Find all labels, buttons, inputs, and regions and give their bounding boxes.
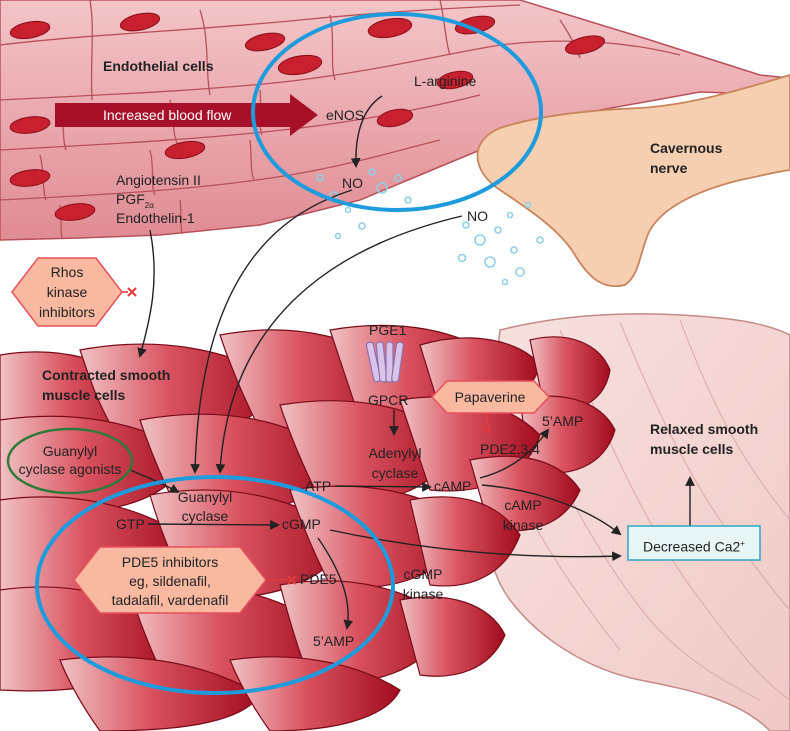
cavernous-nerve-label-2: nerve [650, 160, 688, 176]
angiotensin-label: Angiotensin II [116, 172, 201, 188]
rhos-label-3: inhibitors [38, 304, 96, 320]
pde5-highlight-ring [35, 475, 395, 695]
camp-kinase-label-1: cAMP [504, 497, 542, 513]
pgf-subscript: 2α [144, 200, 154, 210]
pde5-label: PDE5 [300, 571, 337, 587]
pde5-inhibitors-label-3: tadalafil, vardenafil [111, 592, 229, 608]
gtp-label: GTP [116, 516, 145, 532]
papaverine-hexagon [430, 380, 551, 414]
adenylyl-label-2: cyclase [371, 465, 419, 481]
cgmp-kinase-label-1: cGMP [403, 566, 443, 582]
gpcr-receptor-icon [365, 341, 404, 383]
no-bubbles [316, 168, 544, 286]
relaxed-label-2: muscle cells [650, 441, 734, 457]
cgmp-label: cGMP [282, 516, 321, 532]
pgf-label: PGF2α [116, 191, 154, 214]
no-label-right: NO [467, 208, 488, 224]
guanylyl-cyclase-label-1: Guanylyl [177, 489, 233, 505]
blood-flow-label: Increased blood flow [103, 107, 232, 123]
pde234-label: PDE2,3,4 [480, 441, 540, 457]
enos-highlight-ring [251, 12, 543, 212]
gc-agonists-label-1: Guanylyl [42, 443, 98, 459]
cavernous-nerve [476, 74, 790, 288]
endothelin-label: Endothelin-1 [116, 210, 195, 226]
guanylyl-cyclase-label-2: cyclase [181, 508, 229, 524]
five-amp-bottom-label: 5’AMP [313, 633, 355, 649]
five-amp-right-label: 5’AMP [542, 413, 584, 429]
rhos-label-1: Rhos [50, 264, 84, 280]
decreased-ca-label: Decreased Ca2+ [643, 535, 745, 556]
pgf-text: PGF [116, 191, 145, 207]
rhos-inhibitors-hexagon [11, 257, 123, 327]
no-label-top: NO [342, 175, 363, 191]
gc-agonists-label-2: cyclase agonists [18, 461, 122, 477]
relaxed-label-1: Relaxed smooth [650, 421, 759, 437]
l-arginine-label: L-arginine [414, 73, 477, 89]
pde5-inhibitors-label-2: eg, sildenafil, [129, 573, 211, 589]
enos-label: eNOS [326, 107, 365, 123]
decreased-ca-box [627, 525, 761, 561]
contracted-label-1: Contracted smooth [42, 367, 171, 383]
decreased-ca-text: Decreased Ca2 [643, 538, 741, 555]
pathway-arrows [129, 95, 695, 630]
cgmp-kinase-label-2: kinase [402, 586, 444, 602]
gpcr-label: GPCR [368, 392, 409, 408]
inhibition-marks [112, 287, 492, 585]
atp-label: ATP [305, 478, 332, 494]
adenylyl-label-1: Adenylyl [368, 445, 422, 461]
gc-agonists-ring [6, 427, 134, 495]
camp-kinase-label-2: kinase [502, 517, 544, 533]
camp-label: cAMP [434, 478, 472, 494]
pde5-inhibitors-label-1: PDE5 inhibitors [121, 554, 219, 570]
pde5-inhibitors-hexagon [73, 546, 267, 614]
contracted-muscle [0, 324, 616, 731]
papaverine-label: Papaverine [454, 389, 526, 405]
rhos-label-2: kinase [46, 284, 88, 300]
contracted-label-2: muscle cells [42, 387, 126, 403]
decreased-ca-superscript: + [740, 539, 745, 548]
endothelial-cells-label: Endothelial cells [103, 58, 214, 74]
cavernous-nerve-label-1: Cavernous [650, 140, 723, 156]
pge1-label: PGE1 [369, 322, 407, 338]
